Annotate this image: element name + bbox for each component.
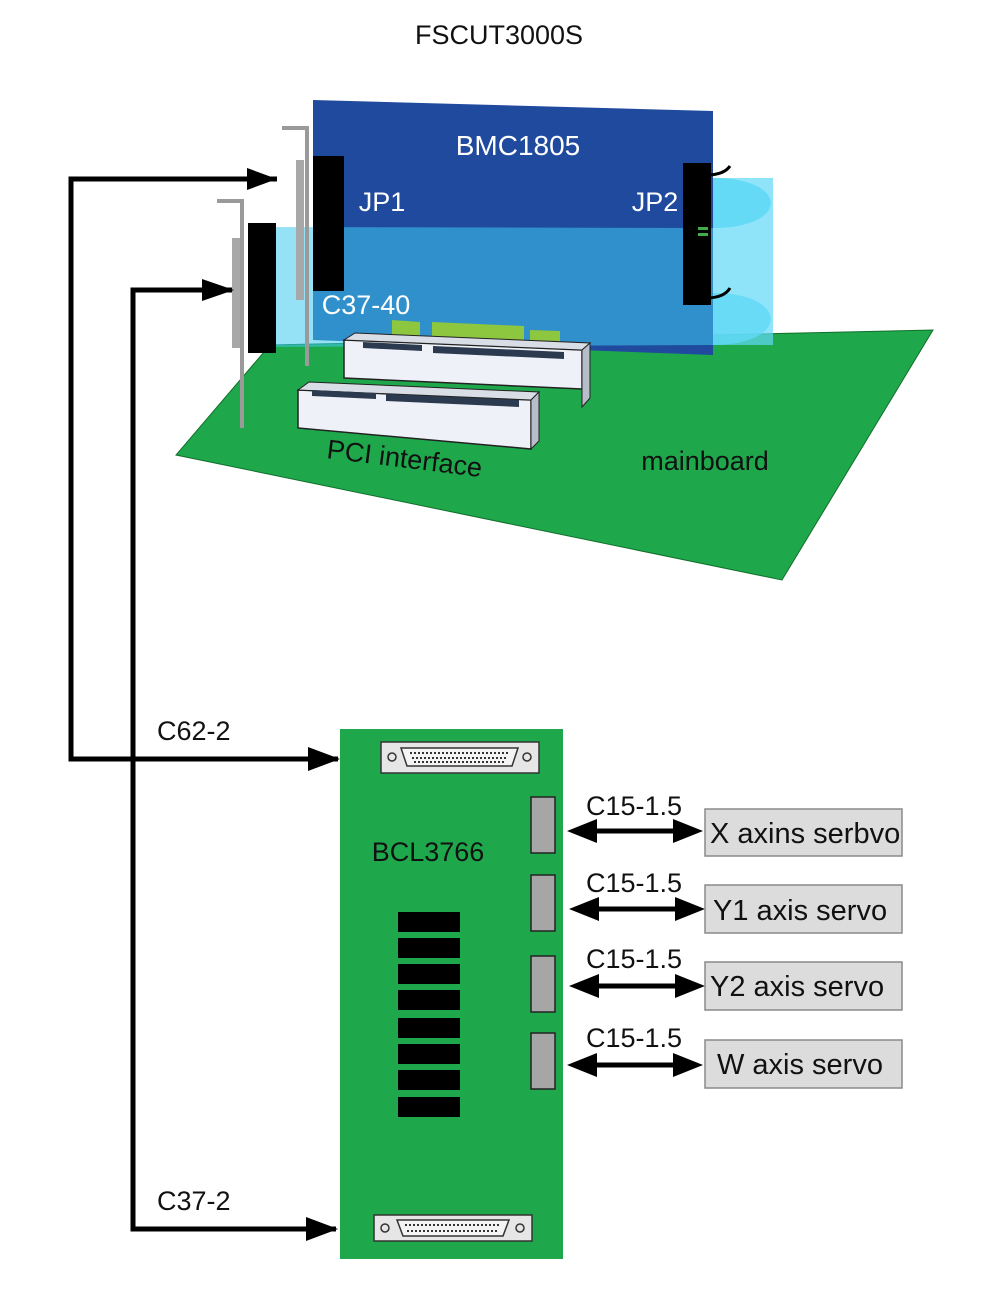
servo-label-y2: Y2 axis servo xyxy=(710,971,884,1003)
pci-slot-2 xyxy=(296,381,541,451)
servo-arrow-w xyxy=(567,1053,703,1077)
jp2-label: JP2 xyxy=(632,187,679,217)
jp2-connector xyxy=(683,163,773,345)
servo-cable-label-w: C15-1.5 xyxy=(586,1023,682,1053)
terminal-blocks xyxy=(398,912,460,1117)
front-bracket xyxy=(282,126,309,366)
card-name-label: BMC1805 xyxy=(456,130,581,161)
cable-c37-40 xyxy=(250,227,713,347)
servo-cable-label-y1: C15-1.5 xyxy=(586,868,682,898)
cable-c37-40-label: C37-40 xyxy=(322,290,411,320)
servo-label-y1: Y1 axis servo xyxy=(713,895,887,927)
cable-c62-2-label: C62-2 xyxy=(157,716,231,746)
mainboard-label: mainboard xyxy=(641,446,769,476)
terminal-board-label: BCL3766 xyxy=(372,837,485,867)
jp1-label: JP1 xyxy=(359,187,406,217)
servo-box-w xyxy=(704,1039,903,1089)
servo-cable-label-y2: C15-1.5 xyxy=(586,944,682,974)
db37-connector xyxy=(373,1214,533,1242)
diagram-title: FSCUT3000S xyxy=(415,20,583,50)
servo-cable-label-x: C15-1.5 xyxy=(586,791,682,821)
cable-c62-2-route xyxy=(68,168,340,771)
pci-slot-1 xyxy=(342,332,592,409)
servo-label-w: W axis servo xyxy=(717,1049,883,1081)
cable-c37-2-label: C37-2 xyxy=(157,1186,231,1216)
servo-arrow-y2 xyxy=(569,974,705,998)
servo-box-y1 xyxy=(704,884,903,934)
rear-bracket xyxy=(217,199,244,428)
servo-box-x xyxy=(704,808,903,857)
servo-port-x xyxy=(530,796,556,854)
servo-label-x: X axins serbvo xyxy=(710,818,900,850)
servo-port-y1 xyxy=(530,874,556,932)
servo-port-y2 xyxy=(530,955,556,1013)
servo-port-w xyxy=(530,1032,556,1090)
db62-connector xyxy=(380,741,540,774)
servo-arrow-x xyxy=(567,819,703,843)
jp1-connector xyxy=(313,156,344,291)
servo-box-y2 xyxy=(704,961,903,1011)
servo-arrow-y1 xyxy=(569,897,705,921)
cable-c37-2-route xyxy=(130,279,338,1241)
rear-db-connector xyxy=(248,223,276,353)
